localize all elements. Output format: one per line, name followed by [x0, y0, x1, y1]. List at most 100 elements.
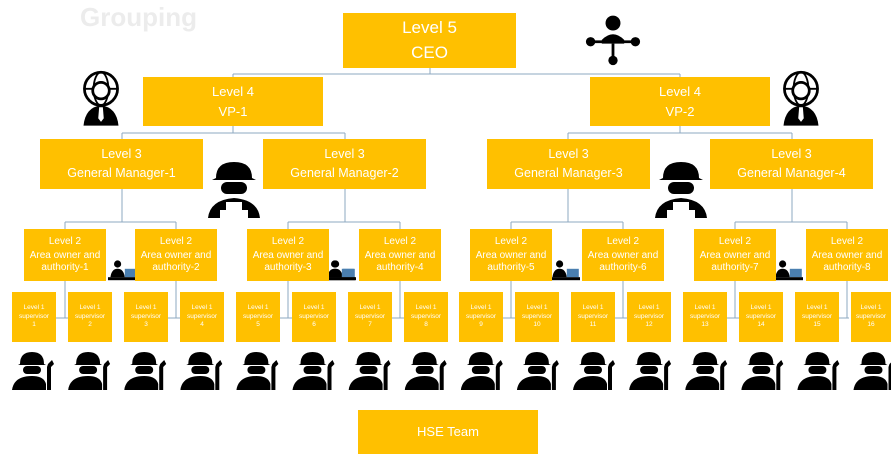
- node-general-manager-3[interactable]: Level 3 General Manager-3: [487, 139, 650, 189]
- node-supervisor-16[interactable]: Level 1 supervisor 16: [851, 292, 891, 342]
- node-title: supervisor: [856, 312, 886, 320]
- mechanic-wrench-icon: [68, 352, 111, 390]
- node-title: supervisor: [75, 312, 105, 320]
- node-number: 14: [757, 321, 765, 329]
- node-area-owner-1[interactable]: Level 2 Area owner and authority-1: [24, 229, 106, 281]
- node-level-label: Level 2: [271, 236, 305, 247]
- node-title: supervisor: [522, 312, 552, 320]
- mechanic-wrench-icon: [460, 352, 503, 390]
- node-number: 7: [368, 321, 372, 329]
- node-area-owner-3[interactable]: Level 2 Area owner and authority-3: [247, 229, 329, 281]
- mechanic-wrench-icon: [516, 352, 559, 390]
- node-vp-2[interactable]: Level 4 VP-2: [590, 77, 770, 126]
- node-general-manager-2[interactable]: Level 3 General Manager-2: [263, 139, 426, 189]
- node-supervisor-11[interactable]: Level 1 supervisor 11: [571, 292, 615, 342]
- node-title: supervisor: [690, 312, 720, 320]
- node-level-label: Level 2: [718, 236, 752, 247]
- node-number: 16: [867, 321, 875, 329]
- node-level-label: Level 2: [383, 236, 417, 247]
- mechanic-wrench-icon: [629, 352, 672, 390]
- node-number: 8: [424, 321, 428, 329]
- node-number: 9: [479, 321, 483, 329]
- hardhat-worker-icon: [655, 162, 707, 218]
- hardhat-worker-icon: [208, 162, 260, 218]
- node-supervisor-9[interactable]: Level 1 supervisor 9: [459, 292, 503, 342]
- node-level-label: Level 2: [606, 236, 640, 247]
- node-number: 13: [701, 321, 709, 329]
- node-hse-team[interactable]: HSE Team: [358, 410, 538, 454]
- node-level-label: Level 1: [750, 303, 772, 311]
- node-supervisor-4[interactable]: Level 1 supervisor 4: [180, 292, 224, 342]
- node-title: Area owner and authority-7: [699, 250, 771, 273]
- node-number: 11: [589, 321, 597, 329]
- node-title: supervisor: [634, 312, 664, 320]
- mechanic-wrench-icon: [573, 352, 615, 390]
- node-area-owner-2[interactable]: Level 2 Area owner and authority-2: [135, 229, 217, 281]
- node-general-manager-1[interactable]: Level 3 General Manager-1: [40, 139, 203, 189]
- mechanic-wrench-icon: [236, 352, 279, 390]
- node-number: 10: [533, 321, 541, 329]
- node-title: supervisor: [299, 312, 329, 320]
- mechanic-wrench-icon: [292, 352, 335, 390]
- node-number: 12: [645, 321, 653, 329]
- node-level-label: Level 1: [694, 303, 716, 311]
- node-supervisor-10[interactable]: Level 1 supervisor 10: [515, 292, 559, 342]
- node-title: supervisor: [746, 312, 776, 320]
- node-supervisor-12[interactable]: Level 1 supervisor 12: [627, 292, 671, 342]
- desk-worker-icon: [108, 260, 138, 281]
- node-supervisor-14[interactable]: Level 1 supervisor 14: [739, 292, 783, 342]
- mechanic-wrench-icon: [797, 352, 840, 390]
- node-level-label: Level 4: [212, 84, 254, 99]
- node-level-label: Level 3: [548, 146, 589, 161]
- mechanic-wrench-icon: [12, 352, 54, 390]
- node-title: supervisor: [578, 312, 608, 320]
- node-ceo[interactable]: Level 5 CEO: [343, 13, 516, 68]
- node-number: 2: [88, 321, 92, 329]
- node-level-label: Level 2: [830, 236, 864, 247]
- node-vp-1[interactable]: Level 4 VP-1: [143, 77, 323, 126]
- watermark-text: Grouping: [80, 2, 197, 32]
- node-title: General Manager-1: [67, 166, 176, 180]
- node-supervisor-7[interactable]: Level 1 supervisor 7: [348, 292, 392, 342]
- node-supervisor-8[interactable]: Level 1 supervisor 8: [404, 292, 448, 342]
- node-title: Area owner and authority-6: [587, 250, 659, 273]
- node-level-label: Level 1: [359, 303, 381, 311]
- node-level-label: Level 1: [860, 303, 882, 311]
- node-supervisor-13[interactable]: Level 1 supervisor 13: [683, 292, 727, 342]
- node-level-label: Level 4: [659, 84, 701, 99]
- node-level-label: Level 1: [470, 303, 492, 311]
- mechanic-wrench-icon: [853, 352, 891, 390]
- node-level-label: Level 1: [582, 303, 604, 311]
- node-area-owner-5[interactable]: Level 2 Area owner and authority-5: [470, 229, 552, 281]
- node-level-label: Level 5: [402, 17, 457, 37]
- node-title: supervisor: [19, 312, 49, 320]
- node-level-label: Level 2: [159, 236, 193, 247]
- node-title: General Manager-2: [290, 166, 399, 180]
- node-supervisor-2[interactable]: Level 1 supervisor 2: [68, 292, 112, 342]
- node-level-label: Level 1: [638, 303, 660, 311]
- node-level-label: Level 1: [135, 303, 157, 311]
- node-level-label: Level 1: [526, 303, 548, 311]
- node-area-owner-4[interactable]: Level 2 Area owner and authority-4: [359, 229, 441, 281]
- node-supervisor-5[interactable]: Level 1 supervisor 5: [236, 292, 280, 342]
- mechanic-wrench-icon: [124, 352, 167, 390]
- node-supervisor-3[interactable]: Level 1 supervisor 3: [124, 292, 168, 342]
- node-general-manager-4[interactable]: Level 3 General Manager-4: [710, 139, 873, 189]
- node-supervisor-6[interactable]: Level 1 supervisor 6: [292, 292, 336, 342]
- node-supervisor-1[interactable]: Level 1 supervisor 1: [12, 292, 56, 342]
- node-level-label: Level 1: [806, 303, 828, 311]
- node-title: General Manager-3: [514, 166, 623, 180]
- node-title: CEO: [411, 42, 448, 62]
- node-area-owner-6[interactable]: Level 2 Area owner and authority-6: [582, 229, 664, 281]
- node-area-owner-8[interactable]: Level 2 Area owner and authority-8: [806, 229, 888, 281]
- mechanic-wrench-icon: [404, 352, 447, 390]
- node-title: Area owner and authority-4: [364, 250, 436, 273]
- node-title: supervisor: [131, 312, 161, 320]
- node-level-label: Level 1: [303, 303, 325, 311]
- node-level-label: Level 3: [324, 146, 365, 161]
- node-area-owner-7[interactable]: Level 2 Area owner and authority-7: [694, 229, 776, 281]
- node-title: Area owner and authority-2: [140, 250, 212, 273]
- node-supervisor-15[interactable]: Level 1 supervisor 15: [795, 292, 839, 342]
- desk-worker-icon: [325, 260, 355, 281]
